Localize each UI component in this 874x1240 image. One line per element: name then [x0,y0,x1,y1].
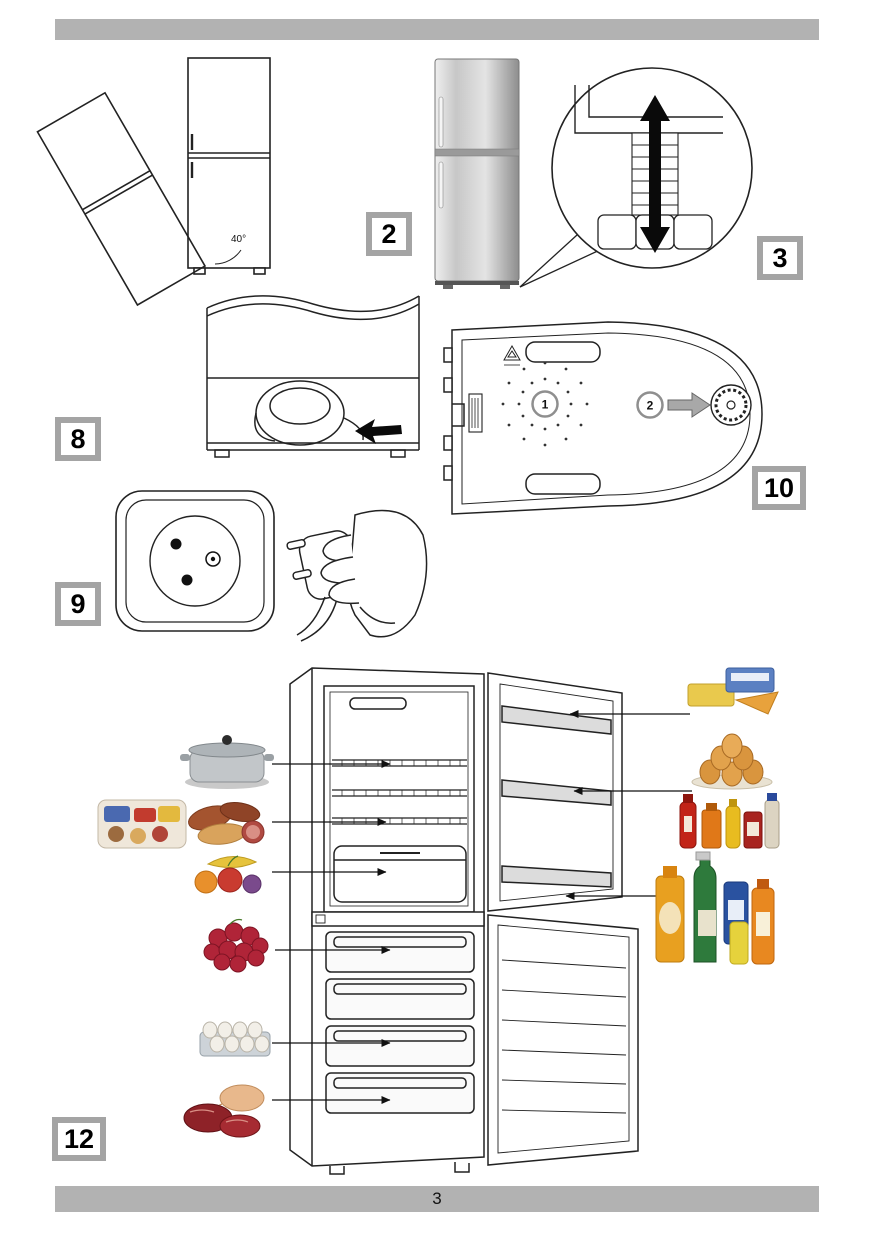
fridge-foot [329,1166,345,1175]
figure-badge-10: 10 [752,466,807,510]
leader-arrows [272,710,692,1104]
crisper-drawer [333,845,467,903]
freezer-door-open [487,914,639,1166]
socket-hole [170,538,182,550]
fig9-power-socket [110,487,280,635]
direction-arrow-icon [667,392,711,418]
wire-shelf [332,759,467,825]
door-divider [434,148,520,157]
figure-badge-8: 8 [55,417,101,461]
callout-1: 1 [531,390,559,418]
food-egg-carton [199,1021,271,1057]
food-condiments [679,793,780,849]
fridge-foot [390,449,406,458]
vent-slot [525,473,601,495]
figure-badge-3: 3 [757,236,803,280]
fridge-foot [214,449,230,458]
compartment-divider [311,911,485,927]
freezer-badge-icon [315,914,326,924]
fig2-tilt-diagram: 40° [36,50,285,307]
food-raspberries [203,918,269,973]
earth-pin [205,551,221,567]
food-cooking-pot [180,735,274,789]
hinge-tab [443,377,453,393]
figure-badge-12: 12 [52,1117,107,1161]
socket-hole [181,574,193,586]
plug-pin [292,569,312,580]
silver-fridge-photo [434,57,520,289]
food-cold-cuts [188,801,265,845]
up-down-arrow-icon [640,95,670,253]
balloon-tail [519,234,603,288]
figure-badge-2: 2 [366,212,412,256]
fig9-plug-in-hand [285,495,435,645]
interior-lamp [349,697,407,710]
recycle-icon [503,344,521,366]
food-raw-meat-poultry [183,1084,265,1138]
power-cord [296,596,326,636]
compressor [255,380,345,446]
lower-door-handle [438,161,444,209]
hinge-tab [443,465,453,481]
plug-pin [286,539,306,550]
callout-2: 2 [636,391,664,419]
hinge-tab [443,435,453,451]
dot-texture [501,361,589,447]
upper-door-handle [438,96,444,148]
food-snack-platter [97,799,187,849]
fig3-leveling-foot-detail [505,55,770,300]
food-butter-cheese [687,667,779,715]
hinge-tab [443,347,453,363]
fridge-foot [500,285,510,289]
fridge-foot [443,285,453,289]
angle-label: 40° [231,234,246,245]
fridge-door-open [487,672,623,912]
food-fruit [194,855,262,894]
food-eggs [691,733,773,790]
pointer-arrow-icon [355,419,402,444]
freezer-drawers [325,931,475,1114]
food-beverages [655,851,775,965]
hand [347,509,428,638]
spec-sticker [468,393,483,433]
figure-badge-9: 9 [55,582,101,626]
fig8-compressor-diagram [195,278,430,472]
socket-recess [149,515,241,607]
page-number: 3 [432,1189,442,1208]
svg-text:2: 2 [647,399,654,413]
footer-bar: 3 [55,1186,819,1212]
fridge-freezer-drawing [289,667,639,1175]
fridge-foot [454,1162,470,1173]
top-divider-bar [55,19,819,40]
torn-edge [206,295,420,313]
adjustment-wheel [710,384,752,426]
angle-arc [214,249,242,265]
upright-fridge-outline [187,57,271,275]
fig10-top-cover-diagram: 1 2 [438,308,775,525]
vent-slot [525,341,601,363]
svg-text:1: 1 [542,398,549,412]
tilted-fridge-outline [36,91,207,307]
fig12-storage-diagram [90,660,780,1180]
door-balcony [501,865,612,888]
